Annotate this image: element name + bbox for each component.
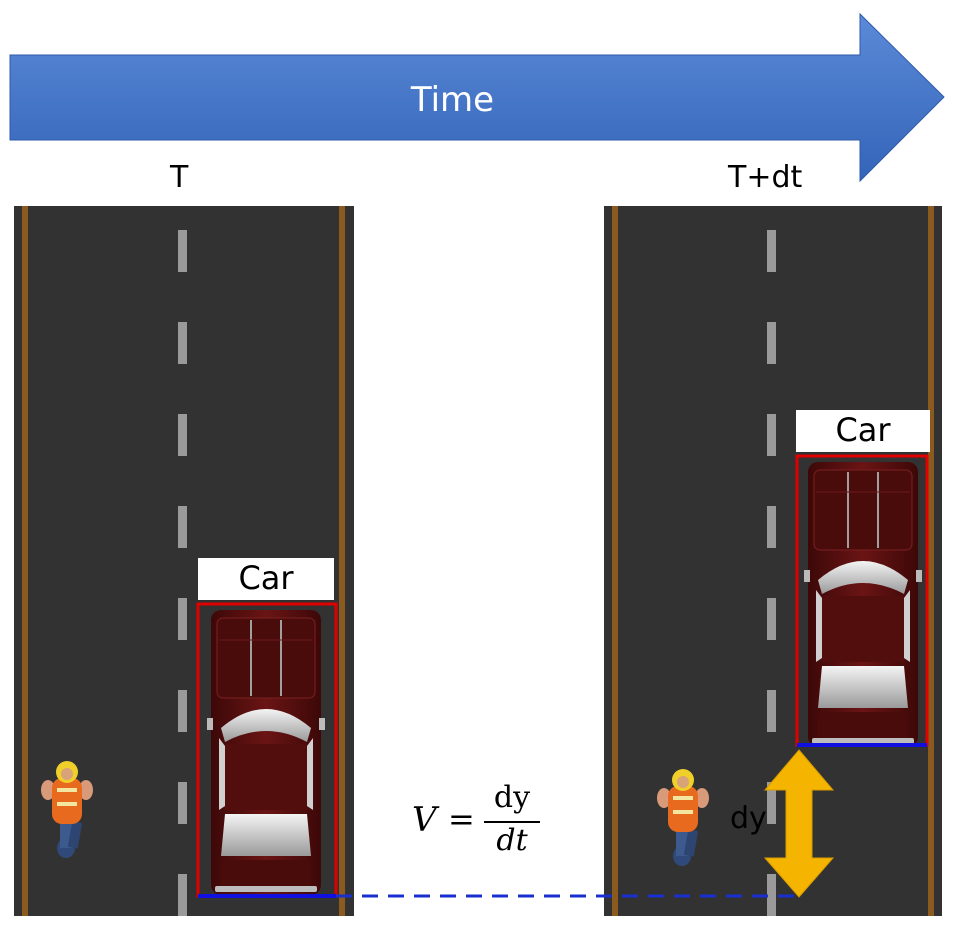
velocity-formula: V = dy dt: [412, 780, 552, 860]
car-left: [206, 609, 326, 896]
formula-numerator: dy: [493, 780, 531, 815]
time-arrow-label: Time: [410, 80, 495, 120]
formula-fraction-bar: [484, 821, 540, 823]
formula-lhs: V: [412, 800, 437, 840]
frame-time-label-t-plus-dt: T+dt: [728, 160, 803, 195]
lane-dashes-left: [178, 230, 187, 916]
frame-time-label-t: T: [170, 160, 189, 195]
car-label-left: Car: [198, 558, 334, 600]
time-arrow: [9, 12, 945, 183]
car-label-right: Car: [796, 410, 930, 452]
formula-denominator: dt: [496, 823, 528, 858]
lane-dashes-right: [767, 230, 776, 916]
dy-label: dy: [730, 801, 767, 836]
car-right: [803, 461, 923, 748]
dy-double-arrow: [763, 749, 835, 898]
formula-equals: =: [448, 800, 475, 838]
